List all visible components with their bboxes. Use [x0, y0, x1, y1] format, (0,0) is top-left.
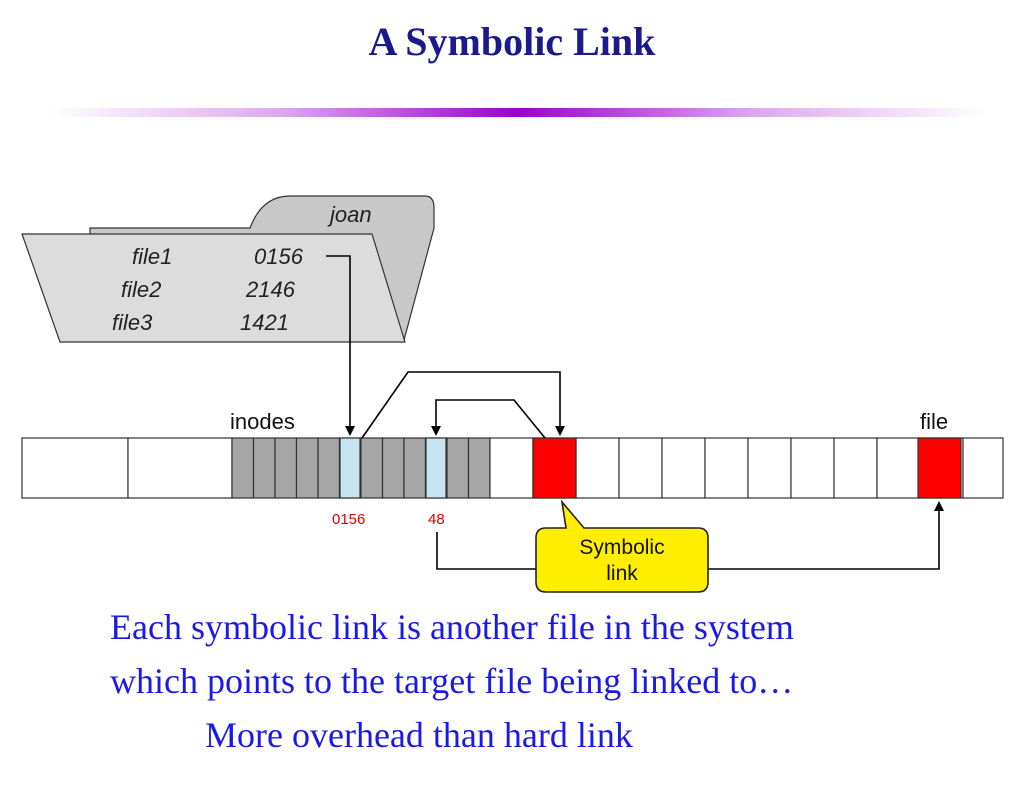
symbolic-link-diagram: joan file1 0156 file2 2146 file3 1421 in… [21, 195, 1004, 593]
data-block [833, 437, 878, 499]
slide-title: A Symbolic Link [368, 19, 656, 64]
body-line-2: which points to the target file being li… [110, 661, 794, 701]
inode-block [360, 437, 384, 499]
inode-block [381, 437, 405, 499]
highlight-inode-0156 [339, 437, 361, 499]
symlink-to-inode-arrow [431, 399, 546, 439]
data-block [704, 437, 749, 499]
callout-line2: link [606, 562, 638, 585]
inode-block [446, 437, 470, 499]
directory-folder: joan file1 0156 file2 2146 file3 1421 [21, 195, 435, 343]
inode-block [317, 437, 341, 499]
symbolic-link-block [532, 437, 577, 499]
disk-block-large-1 [21, 437, 129, 499]
disk-block-large-2 [127, 437, 233, 499]
target-file-block [917, 437, 962, 499]
data-block [962, 437, 1004, 499]
inode-block [231, 437, 255, 499]
data-block [661, 437, 706, 499]
data-block [747, 437, 792, 499]
folder-front [21, 233, 406, 343]
inode-block [403, 437, 427, 499]
symbolic-link-callout: Symbolic link [535, 499, 709, 593]
inodes-label: inodes [230, 409, 295, 434]
dir-to-inode-arrow [326, 255, 355, 436]
dir-entry-inode-2146: 2146 [245, 277, 296, 302]
data-block [618, 437, 663, 499]
directory-name: joan [327, 202, 372, 227]
title-divider [50, 108, 985, 117]
callout-line1: Symbolic [579, 536, 664, 559]
body-line-3: More overhead than hard link [205, 715, 633, 755]
inode-to-symlink-arrow [361, 371, 565, 439]
data-block [876, 437, 921, 499]
data-block [489, 437, 534, 499]
inode-block [467, 437, 491, 499]
inode-block [274, 437, 298, 499]
dir-entry-file1: file1 [132, 244, 172, 269]
inode-number-0156: 0156 [332, 511, 365, 528]
callout-bubble [535, 499, 709, 593]
inode-region [231, 437, 491, 499]
inode-block [295, 437, 319, 499]
slide-body: Each symbolic link is another file in th… [110, 600, 990, 762]
data-block [790, 437, 835, 499]
data-block [575, 437, 620, 499]
dir-entry-file3: file3 [112, 310, 153, 335]
disk-strip [21, 437, 1004, 499]
body-line-1: Each symbolic link is another file in th… [110, 607, 794, 647]
inode-number-48: 48 [428, 511, 445, 528]
inode-block [252, 437, 276, 499]
dir-entry-inode-1421: 1421 [240, 310, 289, 335]
dir-entry-file2: file2 [121, 277, 161, 302]
dir-entry-inode-0156: 0156 [254, 244, 304, 269]
file-label: file [920, 409, 948, 434]
highlight-inode-48 [425, 437, 447, 499]
